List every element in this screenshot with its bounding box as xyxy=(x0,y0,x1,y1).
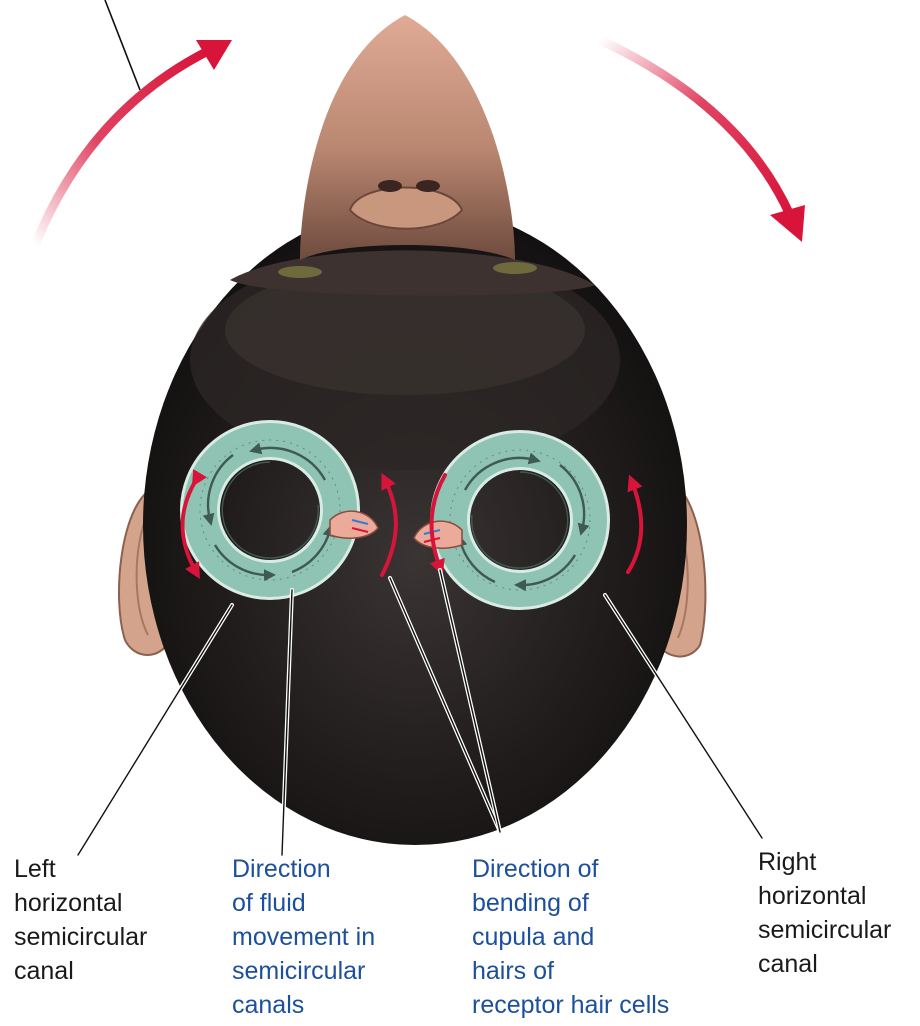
label-direction-of-fluid-movement: Direction of fluid movement in semicircu… xyxy=(232,852,375,1022)
label-line: Left xyxy=(14,852,147,886)
label-left-horizontal-semicircular-canal: Left horizontal semicircular canal xyxy=(14,852,147,988)
label-line: receptor hair cells xyxy=(472,988,669,1022)
label-line: horizontal xyxy=(14,886,147,920)
label-right-horizontal-semicircular-canal: Right horizontal semicircular canal xyxy=(758,845,891,981)
label-line: of fluid xyxy=(232,886,375,920)
label-direction-of-bending-of-cupula: Direction of bending of cupula and hairs… xyxy=(472,852,669,1022)
label-line: cupula and xyxy=(472,920,669,954)
label-line: canals xyxy=(232,988,375,1022)
label-line: semicircular xyxy=(232,954,375,988)
rotation-pointer-line xyxy=(105,0,140,90)
label-line: canal xyxy=(758,947,891,981)
label-line: semicircular xyxy=(758,913,891,947)
label-line: horizontal xyxy=(758,879,891,913)
label-line: canal xyxy=(14,954,147,988)
label-line: movement in xyxy=(232,920,375,954)
head-rotation-arrow-left xyxy=(35,40,232,245)
label-line: bending of xyxy=(472,886,669,920)
label-line: semicircular xyxy=(14,920,147,954)
head-rotation-arrow-right xyxy=(600,40,805,242)
label-line: hairs of xyxy=(472,954,669,988)
label-line: Direction of xyxy=(472,852,669,886)
label-line: Right xyxy=(758,845,891,879)
label-line: Direction xyxy=(232,852,375,886)
